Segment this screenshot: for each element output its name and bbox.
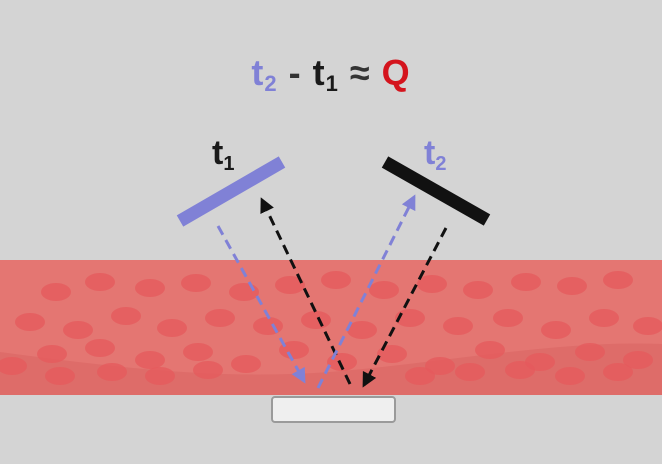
blood-cell <box>181 274 211 292</box>
blood-cell <box>395 309 425 327</box>
blood-cell <box>589 309 619 327</box>
blood-cell <box>505 361 535 379</box>
blood-cell <box>405 367 435 385</box>
blood-cell <box>475 341 505 359</box>
blood-cell <box>183 343 213 361</box>
beam-t1-down <box>216 225 306 384</box>
formula-approx: ≈ <box>349 52 371 93</box>
blood-cell <box>205 309 235 327</box>
blood-cells <box>0 271 662 385</box>
blood-cell <box>135 279 165 297</box>
blood-cell <box>111 307 141 325</box>
blood-cell <box>541 321 571 339</box>
blood-cell <box>347 321 377 339</box>
blood-cell <box>135 351 165 369</box>
blood-cell <box>275 276 305 294</box>
blood-cell <box>603 363 633 381</box>
blood-cell <box>603 271 633 289</box>
blood-cell <box>369 281 399 299</box>
blood-cell <box>417 275 447 293</box>
formula-t1: t1 <box>312 52 339 96</box>
formula-q: Q <box>381 52 411 93</box>
transducer-label-t1: t1 <box>212 134 235 175</box>
blood-cell <box>463 281 493 299</box>
transducer-label-t2: t2 <box>424 134 447 175</box>
blood-cell <box>377 345 407 363</box>
blood-cell <box>193 361 223 379</box>
blood-cell <box>45 367 75 385</box>
beam-t2-down <box>362 227 448 388</box>
formula-minus: - <box>288 52 302 93</box>
blood-cell <box>321 271 351 289</box>
blood-cell <box>85 273 115 291</box>
reflector-plate <box>271 396 396 423</box>
blood-cell <box>301 311 331 329</box>
blood-cell <box>41 283 71 301</box>
transducer-t2 <box>381 156 491 226</box>
blood-cell <box>15 313 45 331</box>
transducer-t1 <box>176 156 286 227</box>
blood-cell <box>555 367 585 385</box>
blood-cell <box>37 345 67 363</box>
ultrasound-beams <box>216 194 448 389</box>
blood-cell <box>157 319 187 337</box>
blood-cell <box>85 339 115 357</box>
blood-cell <box>511 273 541 291</box>
blood-cell <box>575 343 605 361</box>
blood-cell <box>0 357 27 375</box>
blood-cell <box>493 309 523 327</box>
formula-t2: t2 <box>251 52 278 96</box>
blood-cell <box>97 363 127 381</box>
blood-cell <box>145 367 175 385</box>
blood-cell <box>231 355 261 373</box>
blood-cell <box>253 317 283 335</box>
beam-to-t2-up <box>316 194 416 389</box>
blood-cell <box>229 283 259 301</box>
blood-cell <box>443 317 473 335</box>
blood-cell <box>63 321 93 339</box>
blood-cell <box>455 363 485 381</box>
blood-cell <box>557 277 587 295</box>
blood-cell <box>623 351 653 369</box>
blood-cell <box>279 341 309 359</box>
blood-cell <box>425 357 455 375</box>
transit-time-formula: t2 - t1 ≈ Q <box>0 52 662 97</box>
blood-cell <box>633 317 662 335</box>
